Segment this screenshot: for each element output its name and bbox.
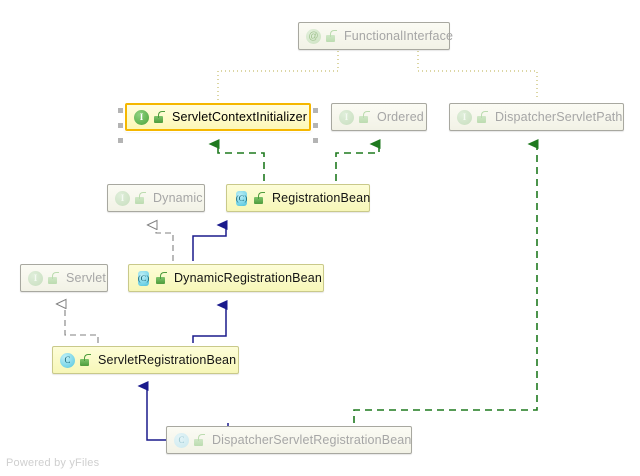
node-label: Servlet bbox=[66, 270, 106, 285]
selection-handle-top-right[interactable] bbox=[313, 108, 318, 113]
interface-icon bbox=[28, 270, 43, 286]
unlocked-padlock-icon bbox=[193, 433, 205, 447]
abstract-class-icon bbox=[234, 190, 249, 206]
selection-handle-middle-left[interactable] bbox=[118, 123, 123, 128]
unlocked-padlock-icon bbox=[358, 110, 370, 124]
edge-realizes-dynamicregistrationbean-dynamic bbox=[156, 225, 174, 261]
edge-extends-dynamicregistrationbean-registrationbean bbox=[192, 220, 228, 261]
class-icon bbox=[174, 432, 189, 448]
node-label: Ordered bbox=[377, 109, 424, 124]
interface-icon bbox=[457, 109, 472, 125]
unlocked-padlock-icon bbox=[325, 29, 337, 43]
unlocked-padlock-icon bbox=[253, 191, 265, 205]
node-servletcontextinitializer[interactable]: ServletContextInitializer bbox=[125, 103, 311, 131]
selection-handle-bottom-right[interactable] bbox=[313, 138, 318, 143]
node-dynamic[interactable]: Dynamic bbox=[107, 184, 205, 212]
node-icon-group bbox=[339, 109, 370, 125]
edge-annotation-functionalinterface-servletcontextinitializer bbox=[217, 51, 339, 100]
edge-implements-registrationbean-servletcontextinitializer bbox=[208, 139, 265, 181]
node-label: DynamicRegistrationBean bbox=[174, 270, 322, 285]
selection-handle-middle-right[interactable] bbox=[313, 123, 318, 128]
edge-implements-dispatcherservletregistrationbean-dispatcherservletpath bbox=[353, 139, 539, 423]
node-label: ServletRegistrationBean bbox=[98, 352, 237, 367]
unlocked-padlock-icon bbox=[134, 191, 146, 205]
unlocked-padlock-icon bbox=[476, 110, 488, 124]
node-servletregistrationbean[interactable]: ServletRegistrationBean bbox=[52, 346, 239, 374]
annotation-icon bbox=[306, 28, 321, 44]
node-label: FunctionalInterface bbox=[344, 28, 454, 43]
node-label: RegistrationBean bbox=[272, 190, 371, 205]
node-label: ServletContextInitializer bbox=[172, 109, 308, 124]
edge-extends-servletregistrationbean-dynamicregistrationbean bbox=[192, 300, 228, 343]
node-icon-group bbox=[60, 352, 91, 368]
node-label: DispatcherServletPath bbox=[495, 109, 623, 124]
node-functionalinterface[interactable]: FunctionalInterface bbox=[298, 22, 454, 50]
node-dynamicregistrationbean[interactable]: DynamicRegistrationBean bbox=[128, 264, 324, 292]
node-icon-group bbox=[306, 28, 337, 44]
node-icon-group bbox=[234, 190, 265, 206]
node-icon-group bbox=[136, 270, 167, 286]
class-icon bbox=[60, 352, 75, 368]
node-ordered[interactable]: Ordered bbox=[331, 103, 427, 131]
node-icon-group bbox=[457, 109, 488, 125]
selection-handle-top-left[interactable] bbox=[118, 108, 123, 113]
unlocked-padlock-icon bbox=[47, 271, 59, 285]
edge-implements-registrationbean-ordered bbox=[335, 139, 381, 181]
interface-icon bbox=[115, 190, 130, 206]
node-registrationbean[interactable]: RegistrationBean bbox=[226, 184, 370, 212]
interface-icon bbox=[134, 109, 149, 125]
node-icon-group bbox=[174, 432, 205, 448]
edge-annotation-functionalinterface-dispatcherservletpath bbox=[417, 51, 538, 100]
edge-realizes-servletregistrationbean-servlet bbox=[65, 304, 99, 343]
interface-icon bbox=[339, 109, 354, 125]
node-icon-group bbox=[115, 190, 146, 206]
node-icon-group bbox=[28, 270, 59, 286]
node-label: DispatcherServletRegistrationBean bbox=[212, 432, 412, 447]
node-label: Dynamic bbox=[153, 190, 203, 205]
node-dispatcherservletregistrationbean[interactable]: DispatcherServletRegistrationBean bbox=[166, 426, 412, 454]
unlocked-padlock-icon bbox=[153, 110, 165, 124]
selection-handle-bottom-left[interactable] bbox=[118, 138, 123, 143]
abstract-class-icon bbox=[136, 270, 151, 286]
yfiles-watermark: Powered by yFiles bbox=[6, 457, 100, 469]
node-dispatcherservletpath[interactable]: DispatcherServletPath bbox=[449, 103, 624, 131]
node-icon-group bbox=[134, 109, 165, 125]
node-servlet[interactable]: Servlet bbox=[20, 264, 108, 292]
unlocked-padlock-icon bbox=[79, 353, 91, 367]
unlocked-padlock-icon bbox=[155, 271, 167, 285]
